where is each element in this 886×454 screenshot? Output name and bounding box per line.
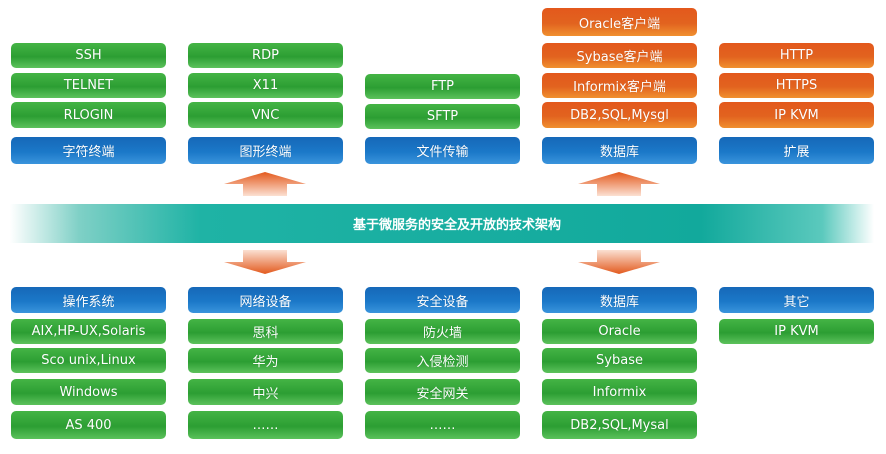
category-box: 文件传输 xyxy=(365,137,520,164)
category-box: 网络设备 xyxy=(188,287,343,313)
item-box: VNC xyxy=(188,102,343,128)
item-box: Windows xyxy=(11,379,166,405)
item-box: AIX,HP-UX,Solaris xyxy=(11,319,166,344)
category-box: 数据库 xyxy=(542,137,697,164)
architecture-title: 基于微服务的安全及开放的技术架构 xyxy=(352,218,561,233)
architecture-band: 基于微服务的安全及开放的技术架构 xyxy=(10,204,874,243)
item-box: Sco unix,Linux xyxy=(11,348,166,373)
item-box: …… xyxy=(365,411,520,439)
item-box: DB2,SQL,Mysal xyxy=(542,411,697,439)
category-box: 数据库 xyxy=(542,287,697,313)
item-box: Oracle xyxy=(542,319,697,344)
item-box: IP KVM xyxy=(719,102,874,128)
item-box: TELNET xyxy=(11,73,166,98)
item-box: IP KVM xyxy=(719,319,874,344)
item-box: Oracle客户端 xyxy=(542,8,697,36)
item-box: Sybase客户端 xyxy=(542,43,697,68)
item-box: SSH xyxy=(11,43,166,68)
item-box: FTP xyxy=(365,74,520,99)
item-box: Informix客户端 xyxy=(542,73,697,98)
item-box: RLOGIN xyxy=(11,102,166,128)
category-box: 安全设备 xyxy=(365,287,520,313)
item-box: DB2,SQL,Mysgl xyxy=(542,102,697,128)
arrow-up-icon xyxy=(224,172,306,196)
item-box: AS 400 xyxy=(11,411,166,439)
item-box: 安全网关 xyxy=(365,379,520,405)
category-box: 字符终端 xyxy=(11,137,166,164)
category-box: 操作系统 xyxy=(11,287,166,313)
item-box: …… xyxy=(188,411,343,439)
item-box: 思科 xyxy=(188,319,343,344)
item-box: RDP xyxy=(188,43,343,68)
category-box: 图形终端 xyxy=(188,137,343,164)
item-box: 华为 xyxy=(188,348,343,373)
item-box: 防火墙 xyxy=(365,319,520,344)
category-box: 其它 xyxy=(719,287,874,313)
item-box: HTTP xyxy=(719,43,874,68)
arrow-down-icon xyxy=(224,250,306,274)
item-box: Informix xyxy=(542,379,697,405)
category-box: 扩展 xyxy=(719,137,874,164)
arrow-down-icon xyxy=(578,250,660,274)
arrow-up-icon xyxy=(578,172,660,196)
item-box: Sybase xyxy=(542,348,697,373)
item-box: X11 xyxy=(188,73,343,98)
item-box: 入侵检测 xyxy=(365,348,520,373)
item-box: HTTPS xyxy=(719,73,874,98)
item-box: SFTP xyxy=(365,104,520,129)
item-box: 中兴 xyxy=(188,379,343,405)
